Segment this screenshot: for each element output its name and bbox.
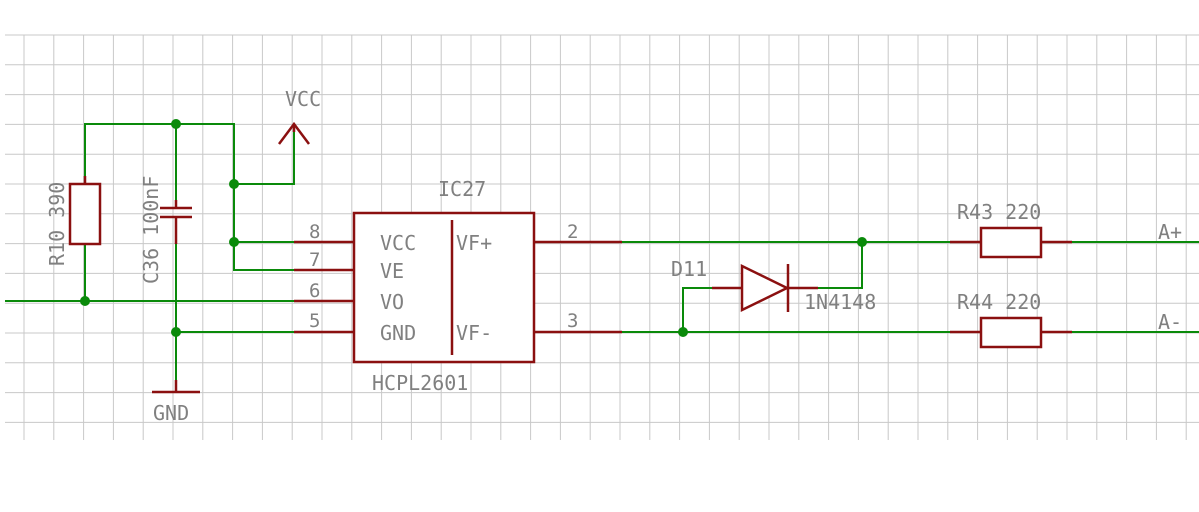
a-plus-net-label: A+	[1158, 220, 1182, 244]
wire-diode-anode	[682, 287, 712, 332]
junction-dot	[80, 296, 90, 306]
wire-vcc-drop	[234, 128, 295, 185]
pin-3-number: 3	[567, 310, 578, 332]
junction-dot	[229, 237, 239, 247]
pin-ve-label: VE	[380, 259, 404, 283]
vcc-net-label: VCC	[285, 87, 321, 111]
wire-diode-cathode	[818, 242, 863, 289]
resistor-r10: R10 390	[45, 176, 102, 266]
wire-top-rail	[84, 123, 354, 271]
ic27-optocoupler: IC27 HCPL2601 8 7 6 5 2 3 VCC VE VO GND …	[294, 177, 622, 395]
ic27-name: IC27	[438, 177, 486, 201]
pin-vfm-label: VF-	[456, 321, 492, 345]
junction-dot	[171, 119, 181, 129]
ic27-value: HCPL2601	[372, 371, 468, 395]
pin-vcc-label: VCC	[380, 231, 416, 255]
diode-d11: D11 1N4148	[671, 257, 876, 314]
resistor-r44: R44 220	[950, 290, 1072, 349]
junction-dot	[857, 237, 867, 247]
c36-label: C36 100nF	[139, 176, 163, 284]
pin-vo-label: VO	[380, 290, 404, 314]
pin-vfp-label: VF+	[456, 231, 492, 255]
resistor-r43: R43 220	[950, 200, 1072, 259]
pin-2-number: 2	[567, 221, 578, 243]
gnd-symbol: GND	[152, 380, 200, 425]
pin-6-number: 6	[309, 280, 320, 302]
pin-8-number: 8	[309, 221, 320, 243]
pin-5-number: 5	[309, 310, 320, 332]
capacitor-c36: C36 100nF	[139, 176, 192, 284]
gnd-net-label: GND	[153, 401, 189, 425]
vcc-symbol: VCC	[278, 87, 321, 145]
r10-label: R10 390	[45, 182, 69, 266]
pin-gnd-label: GND	[380, 321, 416, 345]
d11-value: 1N4148	[804, 290, 876, 314]
junctions	[80, 119, 867, 337]
junction-dot	[171, 327, 181, 337]
a-minus-net-label: A-	[1158, 310, 1182, 334]
r43-label: R43 220	[957, 200, 1041, 224]
pin-7-number: 7	[309, 249, 320, 271]
junction-dot	[229, 179, 239, 189]
d11-name: D11	[671, 257, 707, 281]
r44-label: R44 220	[957, 290, 1041, 314]
junction-dot	[678, 327, 688, 337]
